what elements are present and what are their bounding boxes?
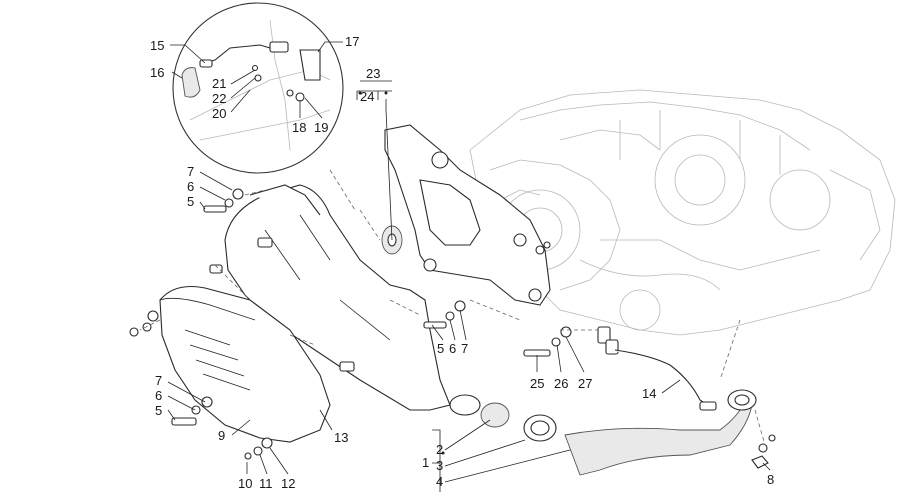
callout-5c: 5 [155,403,162,418]
callout-16: 16 [150,65,164,80]
detail-inset [172,2,344,174]
callout-21: 21 [212,76,226,91]
callout-15: 15 [150,38,164,53]
callout-13: 13 [334,430,348,445]
callout-17: 17 [345,34,359,49]
callout-23: 23 [366,66,380,81]
assembly-lines [139,169,766,446]
callout-5a: 5 [187,194,194,209]
muffler-body [209,184,481,416]
callout-14: 14 [642,386,656,401]
callout-labels: 15 16 17 21 22 20 18 19 23 24 7 6 5 5 6 … [150,34,774,491]
exhaust-pipe [480,389,757,476]
callout-3: 3 [436,458,443,473]
callout-1: 1 [422,455,429,470]
callout-7c: 7 [155,373,162,388]
callout-8: 8 [767,472,774,487]
callout-10: 10 [238,476,252,491]
callout-20: 20 [212,106,226,121]
callout-19: 19 [314,120,328,135]
callout-6c: 6 [155,388,162,403]
callout-12: 12 [281,476,295,491]
callout-6a: 6 [187,179,194,194]
callout-26: 26 [554,376,568,391]
callout-5b: 5 [437,341,444,356]
callout-7b: 7 [461,341,468,356]
muffler-bracket [381,124,551,306]
callout-4: 4 [436,474,443,489]
callout-9: 9 [218,428,225,443]
callout-25: 25 [530,376,544,391]
callout-27: 27 [578,376,592,391]
fasteners [129,188,776,469]
callout-11: 11 [259,476,273,491]
callout-22: 22 [212,91,226,106]
leader-lines [167,41,771,492]
callout-6b: 6 [449,341,456,356]
callout-18: 18 [292,120,306,135]
callout-24: 24 [360,89,374,104]
lambda-sensor [597,326,717,411]
callout-2: 2 [436,442,443,457]
callout-7a: 7 [187,164,194,179]
